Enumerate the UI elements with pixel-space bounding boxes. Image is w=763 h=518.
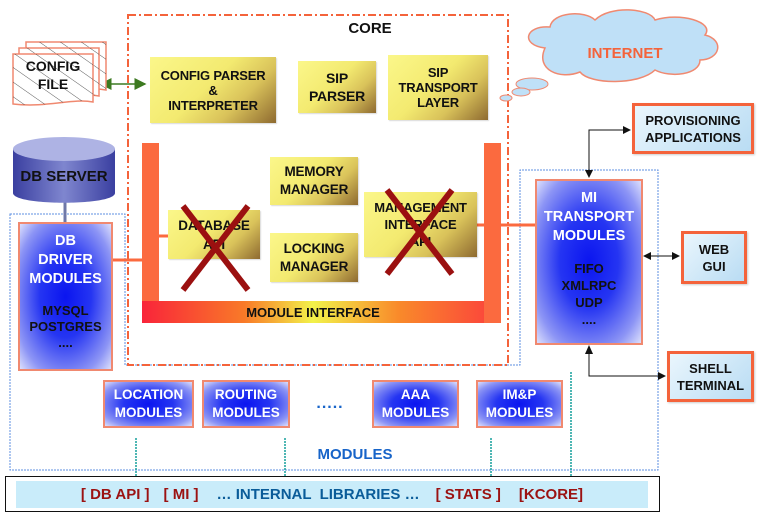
shell-terminal-connector: [588, 348, 666, 380]
shell-terminal-box: SHELL TERMINAL: [667, 351, 754, 402]
core-label: CORE: [348, 20, 392, 37]
module-interface-bar: MODULE INTERFACE: [142, 301, 484, 323]
mi-transport-items: FIFO XMLRPC UDP ....: [561, 261, 617, 327]
web-gui-box: WEB GUI: [681, 231, 747, 284]
db-driver-modules-box: DB DRIVER MODULES MYSQL POSTGRES ....: [18, 222, 113, 371]
lib-db-api: [ DB API ]: [80, 486, 150, 503]
core-left-bar: [142, 143, 159, 319]
imp-modules-box: IM&P MODULES: [476, 380, 563, 428]
lib-internal-libraries: … INTERNAL LIBRARIES …: [216, 486, 420, 503]
internet-label: INTERNET: [587, 45, 663, 62]
internal-libraries-bar: [ DB API ] [ MI ] … INTERNAL LIBRARIES ……: [16, 481, 648, 508]
management-api-cross-icon: [384, 188, 455, 276]
internet-cloud: [499, 9, 719, 102]
config-file-icon: [12, 41, 107, 106]
aaa-modules-box: AAA MODULES: [372, 380, 459, 428]
database-api-cross-icon: [180, 204, 251, 292]
provisioning-connector: [588, 126, 631, 177]
routing-modules-box: ROUTING MODULES: [202, 380, 290, 428]
internal-libraries-frame: [ DB API ] [ MI ] … INTERNAL LIBRARIES ……: [5, 476, 660, 512]
management-interface-api-box: MANAGEMENT INTERFACE API: [364, 192, 477, 257]
more-modules-ellipsis: .....: [316, 395, 344, 412]
config-parser-box: CONFIG PARSER & INTERPRETER: [150, 57, 276, 123]
modules-label: MODULES: [317, 446, 393, 463]
sip-parser-box: SIP PARSER: [298, 61, 376, 113]
lib-mi: [ MI ]: [163, 486, 199, 503]
core-border: [127, 14, 509, 366]
db-server-label: DB SERVER: [20, 168, 108, 185]
core-right-bar: [484, 143, 501, 323]
provisioning-applications-box: PROVISIONING APPLICATIONS: [632, 103, 754, 154]
sip-transport-box: SIP TRANSPORT LAYER: [388, 55, 488, 120]
db-server-icon: [13, 137, 115, 203]
location-modules-box: LOCATION MODULES: [103, 380, 194, 428]
config-file-label: CONFIG FILE: [25, 58, 81, 92]
db-driver-items: MYSQL POSTGRES ....: [29, 303, 102, 350]
modules-container-border: [9, 169, 659, 471]
lib-kcore: [KCORE]: [518, 486, 584, 503]
mi-transport-modules-box: MI TRANSPORT MODULES FIFO XMLRPC UDP ...…: [535, 179, 643, 345]
mi-transport-title: MI TRANSPORT MODULES: [543, 190, 635, 244]
lib-stats: [ STATS ]: [435, 486, 501, 503]
db-driver-title: DB DRIVER MODULES: [29, 233, 102, 287]
module-interface-label: MODULE INTERFACE: [246, 304, 380, 320]
memory-manager-box: MEMORY MANAGER: [270, 157, 358, 205]
locking-manager-box: LOCKING MANAGER: [270, 233, 358, 282]
